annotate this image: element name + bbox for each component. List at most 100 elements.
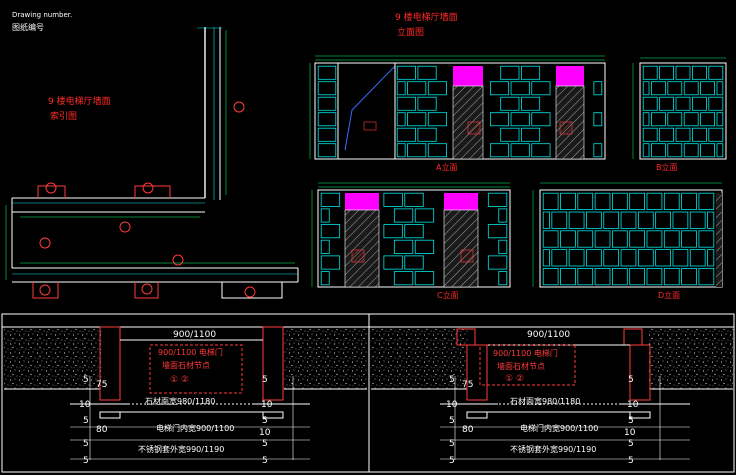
wall-tile (317, 96, 337, 111)
wall-tile (407, 112, 427, 127)
detail1-dim-5-f: 5 (83, 456, 89, 466)
wall-tile (317, 112, 337, 127)
drawing-number-cn: 图纸编号 (12, 23, 44, 32)
wall-tile (642, 81, 650, 96)
wall-tile (681, 192, 697, 210)
wall-tile (577, 230, 594, 248)
detail1-dim-5-b: 5 (83, 416, 89, 426)
wall-tile (414, 271, 435, 286)
wall-tile (593, 143, 603, 158)
wall-tile (383, 192, 403, 207)
wall-tile (393, 271, 414, 286)
detail1-note-line3: ① ② (170, 375, 189, 385)
wall-tile (692, 96, 707, 111)
wall-tile (542, 211, 550, 229)
wall-tile (683, 143, 699, 158)
wall-tile (320, 271, 330, 286)
wall-tile (317, 81, 337, 96)
marker-8 (141, 283, 153, 295)
wall-tile (689, 249, 706, 267)
marker-1 (45, 182, 57, 194)
detail2-stone-opening: 石材面宽980/1180 (510, 397, 581, 406)
wall-tile (655, 211, 671, 229)
detail1-dim-5-e: 5 (262, 439, 268, 449)
wall-tile (667, 81, 683, 96)
elevation-a (309, 55, 606, 160)
marker-7 (39, 284, 51, 296)
elevation-b-label: B立面 (656, 163, 678, 172)
wall-tile (500, 65, 520, 80)
elevation-d (532, 182, 723, 288)
detail1-dim-10-c: 10 (259, 428, 271, 438)
wall-tile (620, 211, 637, 229)
wall-tile (700, 81, 715, 96)
elevation-c-label: C立面 (437, 291, 459, 300)
elevation-title-line1: 9 楼电梯厅墙面 (395, 13, 458, 23)
detail1-dim-75: 75 (96, 380, 108, 390)
wall-tile (642, 127, 658, 142)
wall-tile (500, 96, 520, 111)
detail1-steel-width: 不锈钢套外宽990/1190 (138, 445, 225, 454)
wall-tile (651, 81, 666, 96)
detail1-dim-5-c: 5 (262, 416, 268, 426)
detail2-dim-10-right: 10 (627, 400, 639, 410)
wall-tile (489, 81, 510, 96)
detail2-top-dim: 900/1100 (527, 330, 571, 340)
marker-4 (119, 221, 131, 233)
wall-tile (560, 192, 576, 210)
wall-tile (489, 143, 510, 158)
wall-tile (672, 249, 689, 267)
wall-tile (568, 249, 585, 267)
wall-tile (700, 112, 715, 127)
detail1-dim-5-d: 5 (83, 439, 89, 449)
wall-tile (637, 249, 654, 267)
wall-tile (396, 65, 416, 80)
detail2-dim-5-f: 5 (449, 456, 455, 466)
wall-tile (510, 143, 530, 158)
detail1-dim-5-right: 5 (262, 375, 268, 385)
wall-tile (659, 96, 674, 111)
wall-tile (681, 267, 697, 286)
wall-tile (642, 143, 650, 158)
wall-tile (521, 127, 541, 142)
wall-tile (577, 267, 594, 286)
wall-tile (393, 239, 414, 254)
wall-tile (560, 230, 576, 248)
wall-tile (531, 143, 551, 158)
detail2-dim-5-right: 5 (628, 375, 634, 385)
wall-tile (586, 249, 602, 267)
wall-tile (642, 65, 658, 80)
marker-3 (39, 237, 51, 249)
plan-title-line1: 9 楼电梯厅墙面 (48, 97, 111, 107)
plan-markers (39, 101, 256, 298)
wall-tile (681, 230, 697, 248)
detail2-dim-5-c: 5 (628, 416, 634, 426)
wall-tile (646, 267, 663, 286)
elevation-a-label: A立面 (436, 163, 458, 172)
wall-tile (521, 96, 541, 111)
wall-tile (427, 81, 447, 96)
wall-tile (577, 192, 594, 210)
detail-1 (4, 326, 367, 460)
wall-tile (489, 112, 510, 127)
detail1-note-line2: 墙面石材节点 (162, 361, 210, 370)
wall-tile (317, 65, 337, 80)
wall-tile (551, 211, 568, 229)
wall-tile (417, 127, 437, 142)
wall-tile (672, 211, 689, 229)
drawing-number-label: Drawing number. (12, 11, 73, 19)
wall-tile (317, 143, 337, 158)
detail2-note-line1: 900/1100 电梯门 (493, 349, 558, 358)
wall-tile (663, 192, 680, 210)
wall-tile (427, 112, 447, 127)
wall-tile (320, 224, 341, 239)
wall-tile (716, 81, 724, 96)
wall-tile (560, 267, 576, 286)
wall-tile (698, 192, 715, 210)
wall-tile (531, 81, 551, 96)
wall-tile (698, 230, 715, 248)
wall-tile (716, 112, 724, 127)
wall-tile (708, 96, 724, 111)
elevation-b (632, 57, 727, 160)
